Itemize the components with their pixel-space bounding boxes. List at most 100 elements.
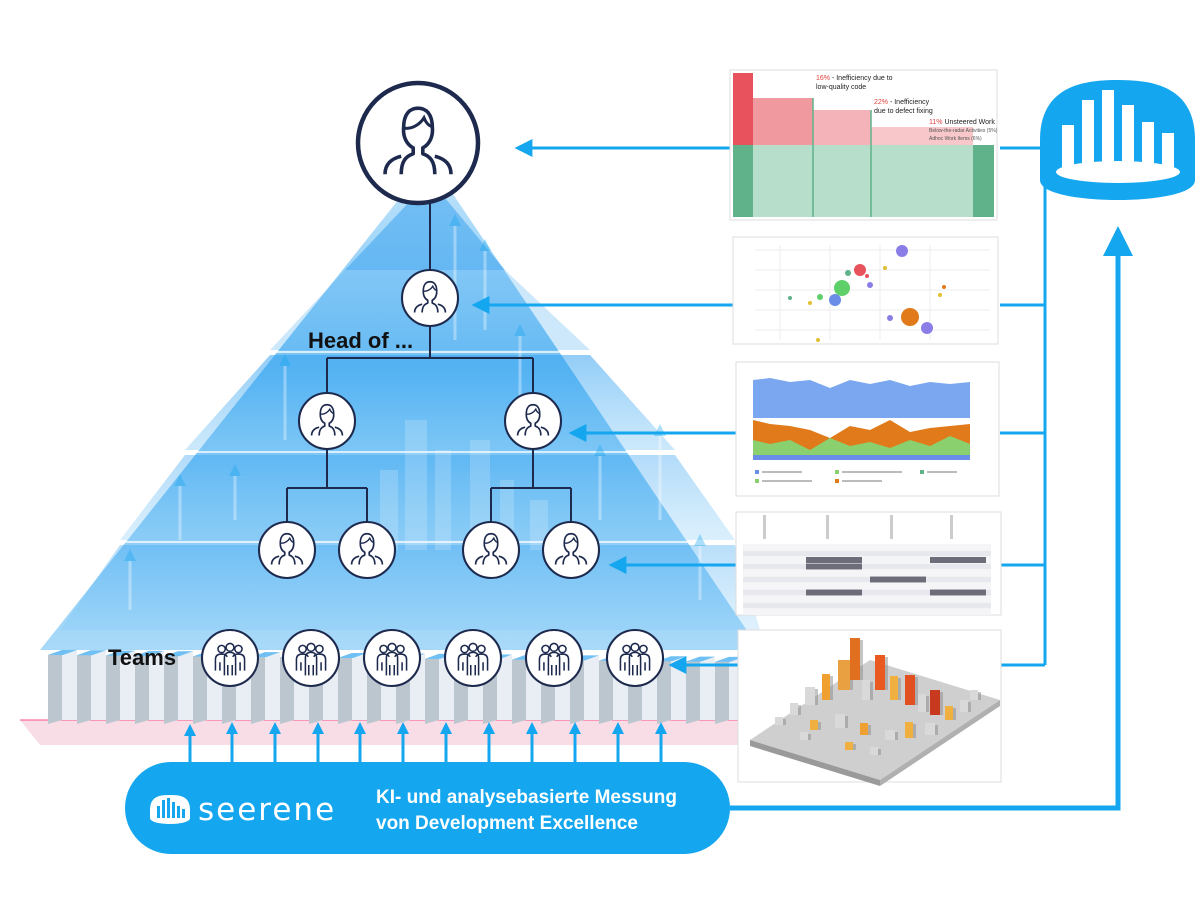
table-cell-dark bbox=[806, 589, 862, 596]
slab-side bbox=[135, 650, 149, 724]
person-node-lead-2 bbox=[337, 520, 397, 580]
city-block bbox=[870, 747, 878, 755]
city-block bbox=[945, 706, 953, 720]
city-block bbox=[835, 714, 845, 728]
banner-line-1: KI- und analysebasierte Messung bbox=[376, 787, 677, 808]
city-block-shade bbox=[885, 657, 888, 690]
person-node-lead-1 bbox=[257, 520, 317, 580]
slab-top bbox=[715, 656, 744, 662]
slab-top bbox=[164, 651, 193, 657]
slab-front bbox=[700, 656, 715, 720]
city-block-shade bbox=[895, 732, 898, 740]
city-block-shade bbox=[940, 692, 943, 715]
teams-label: Teams bbox=[108, 645, 176, 670]
city-block bbox=[890, 676, 898, 700]
inefficiency-pct-2: 22% bbox=[874, 99, 888, 106]
table-cell-dark bbox=[806, 557, 862, 563]
table-row bbox=[743, 570, 991, 576]
city-block-shade bbox=[926, 696, 929, 712]
city-block bbox=[805, 687, 815, 705]
person-icon bbox=[297, 391, 357, 451]
team-icon bbox=[281, 628, 341, 688]
slab-side bbox=[425, 653, 439, 724]
city-block-shade bbox=[798, 705, 801, 715]
city-block-shade bbox=[853, 744, 856, 750]
city-block bbox=[860, 723, 868, 735]
thumbnail-bubble-chart bbox=[732, 236, 999, 345]
slab-side bbox=[106, 650, 120, 724]
slab-front bbox=[62, 650, 77, 720]
person-icon bbox=[503, 391, 563, 451]
team-icon bbox=[524, 628, 584, 688]
city-block bbox=[845, 742, 853, 750]
org-chart-lines bbox=[286, 202, 572, 522]
city-block bbox=[970, 690, 978, 700]
table-header bbox=[950, 515, 953, 539]
city-block bbox=[775, 717, 783, 725]
table-row bbox=[743, 596, 991, 602]
inefficiency-text-2a: - Inefficiency bbox=[888, 99, 930, 106]
table-cell-dark bbox=[930, 589, 986, 596]
city-block bbox=[930, 690, 940, 715]
city-block-shade bbox=[830, 676, 833, 700]
table-cell-dark bbox=[870, 576, 926, 583]
table-cell-dark bbox=[930, 557, 986, 563]
slab-side bbox=[164, 651, 178, 724]
inefficiency-text-1a: - Inefficiency due to bbox=[830, 75, 893, 82]
city-block-shade bbox=[870, 682, 873, 700]
banner-logo-icon bbox=[150, 795, 190, 824]
seerene-logo-icon bbox=[1040, 80, 1195, 200]
team-icon bbox=[362, 628, 422, 688]
team-icon bbox=[443, 628, 503, 688]
slab-front bbox=[178, 651, 193, 720]
team-icon bbox=[200, 628, 260, 688]
city-block-shade bbox=[783, 719, 786, 725]
svg-text:22% - Inefficiency: 22% - Inefficiency bbox=[874, 99, 930, 106]
city-block-shade bbox=[868, 725, 871, 735]
city-block bbox=[905, 722, 913, 738]
slab-side bbox=[657, 656, 671, 724]
person-icon bbox=[257, 520, 317, 580]
city-block bbox=[960, 700, 968, 712]
person-icon bbox=[337, 520, 397, 580]
city-block-shade bbox=[808, 734, 811, 740]
person-node-manager-left bbox=[297, 391, 357, 451]
city-block bbox=[790, 703, 798, 715]
city-block-shade bbox=[968, 702, 971, 712]
slab-side bbox=[77, 650, 91, 724]
svg-text:11% Unsteered Work: 11% Unsteered Work bbox=[929, 119, 995, 126]
city-block bbox=[838, 660, 850, 690]
inefficiency-pct-1: 16% bbox=[816, 75, 830, 82]
person-icon bbox=[461, 520, 521, 580]
slab-front bbox=[91, 650, 106, 720]
slab-side bbox=[715, 656, 729, 724]
table-row bbox=[743, 602, 991, 609]
slab-front bbox=[497, 654, 512, 720]
city-block bbox=[850, 638, 860, 680]
table-row bbox=[743, 589, 991, 596]
city-block bbox=[905, 675, 915, 705]
slab-side bbox=[686, 656, 700, 724]
city-block bbox=[800, 732, 808, 740]
person-node-head bbox=[400, 268, 460, 328]
city-block bbox=[875, 655, 885, 690]
slab-top bbox=[48, 650, 77, 655]
banner: seerene KI- und analysebasierte Messung … bbox=[125, 762, 730, 854]
table-row bbox=[743, 557, 991, 563]
table-header bbox=[826, 515, 829, 539]
person-icon bbox=[541, 520, 601, 580]
city-block bbox=[918, 694, 926, 712]
slab-top bbox=[106, 650, 135, 656]
person-node-lead-3 bbox=[461, 520, 521, 580]
city-block bbox=[810, 720, 818, 730]
table-header bbox=[763, 515, 766, 539]
slab-top bbox=[686, 656, 715, 662]
city-block-shade bbox=[898, 678, 901, 700]
table-row bbox=[743, 550, 991, 557]
city-block bbox=[925, 723, 935, 735]
table-row bbox=[743, 609, 991, 615]
city-block-shade bbox=[953, 708, 956, 720]
city-block bbox=[885, 730, 895, 740]
slab-side bbox=[48, 650, 62, 724]
inefficiency-text-1b: low-quality code bbox=[816, 84, 866, 91]
